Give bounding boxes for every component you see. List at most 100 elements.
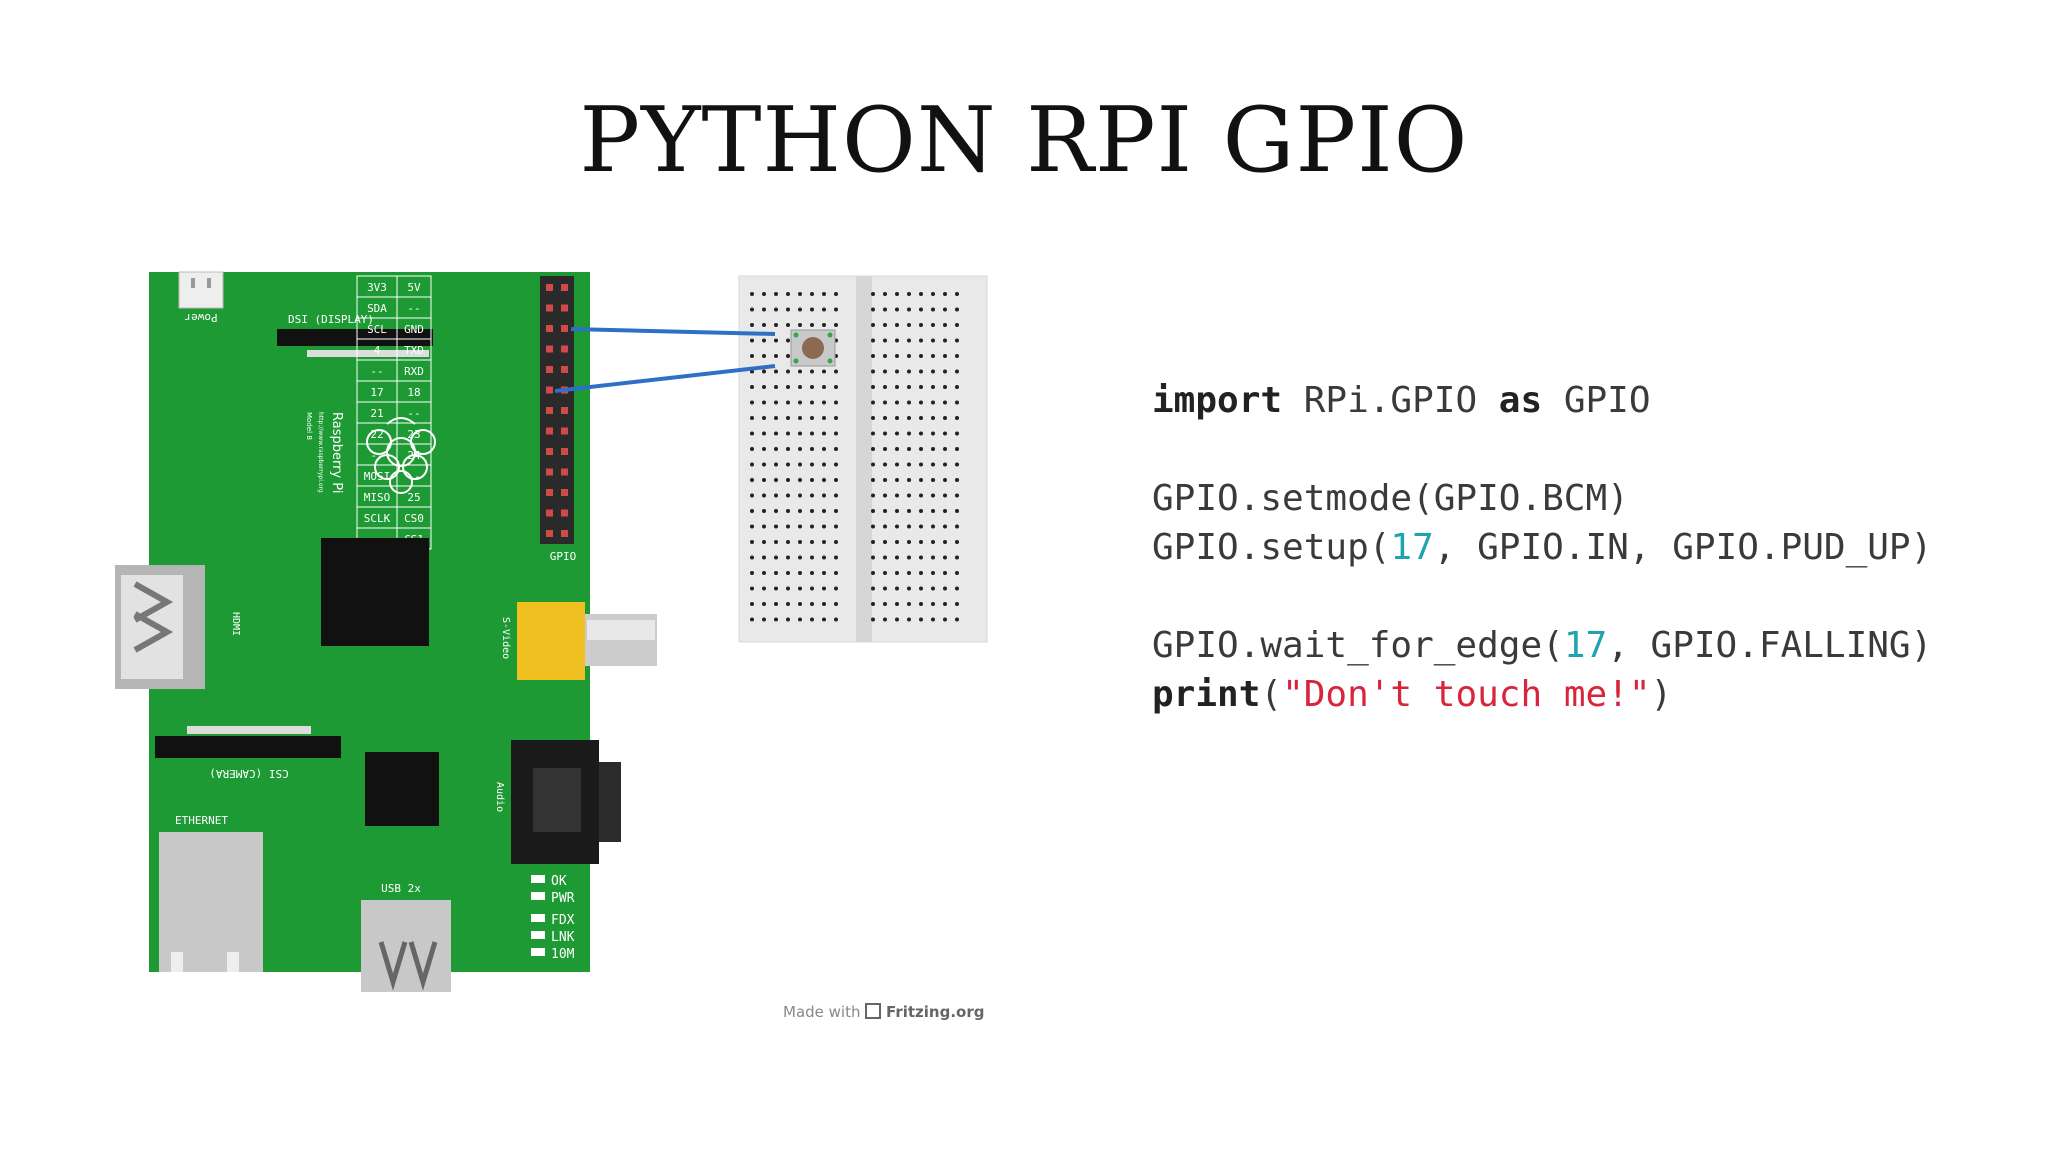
bb-hole <box>786 354 790 358</box>
bb-hole <box>810 540 814 544</box>
bb-hole <box>834 555 838 560</box>
bb-hole <box>883 385 887 389</box>
power-connector <box>178 271 224 309</box>
bb-hole <box>871 400 875 405</box>
led-label: PWR <box>551 891 575 906</box>
bb-hole <box>883 462 887 467</box>
bb-hole <box>810 416 814 420</box>
wire-gpio17 <box>554 364 776 393</box>
bb-hole <box>907 509 911 513</box>
bb-hole <box>798 447 802 451</box>
dsi-label: DSI (DISPLAY) <box>288 313 374 326</box>
gpio-header <box>540 276 574 544</box>
bb-hole <box>750 540 754 544</box>
bb-hole <box>786 431 790 436</box>
bb-hole <box>762 462 766 467</box>
gpio-pin <box>561 407 568 414</box>
gpio-pin <box>546 304 553 312</box>
bb-hole <box>931 400 935 405</box>
pin-label: SCL <box>367 323 387 336</box>
bb-hole <box>907 385 911 389</box>
bb-hole <box>943 617 947 622</box>
led-indicator <box>531 931 545 939</box>
bb-hole <box>786 540 790 544</box>
bb-hole <box>750 586 754 591</box>
bb-hole <box>810 447 814 451</box>
bb-hole <box>786 323 790 327</box>
bb-hole <box>762 478 766 482</box>
bb-hole <box>774 307 778 312</box>
bb-hole <box>931 540 935 544</box>
bb-hole <box>762 354 766 358</box>
bb-hole <box>774 338 778 343</box>
bb-hole <box>943 323 947 327</box>
credit-brand: Fritzing.org <box>886 1003 985 1021</box>
bb-hole <box>931 462 935 467</box>
bb-hole <box>883 524 887 529</box>
bb-hole <box>822 462 826 467</box>
bb-hole <box>798 540 802 544</box>
gpio-pin <box>561 366 568 373</box>
bb-hole <box>774 617 778 622</box>
bb-hole <box>822 617 826 622</box>
bb-hole <box>762 447 766 451</box>
gpio-pin <box>546 366 553 373</box>
code-alias: GPIO <box>1542 380 1651 421</box>
bb-hole <box>895 493 899 498</box>
bb-hole <box>883 586 887 591</box>
bb-hole <box>871 617 875 622</box>
bb-hole <box>798 307 802 312</box>
bb-hole <box>871 524 875 529</box>
bb-hole <box>895 369 899 374</box>
bb-hole <box>907 416 911 420</box>
gpio-pin <box>561 427 568 435</box>
gpio-pin <box>561 509 568 517</box>
bb-hole <box>943 602 947 606</box>
led-label: OK <box>551 874 567 889</box>
pin-label: 5V <box>407 281 421 294</box>
bb-hole <box>834 400 838 405</box>
pin-label: 4 <box>374 344 381 357</box>
pin-label: TXD <box>404 344 424 357</box>
gpio-pin <box>561 468 568 476</box>
bb-hole <box>943 571 947 575</box>
bb-hole <box>943 524 947 529</box>
bb-hole <box>822 586 826 591</box>
bb-hole <box>907 540 911 544</box>
lan-chip <box>365 752 439 826</box>
bb-hole <box>822 292 826 296</box>
bb-hole <box>955 431 959 436</box>
bb-hole <box>822 323 826 327</box>
bb-hole <box>883 540 887 544</box>
bb-hole <box>871 385 875 389</box>
bb-hole <box>895 617 899 622</box>
bb-hole <box>919 617 923 622</box>
slide-title: PYTHON RPI GPIO <box>579 88 1469 193</box>
csi-label: CSI (CAMERA) <box>209 767 288 780</box>
bb-hole <box>810 385 814 389</box>
bb-hole <box>774 462 778 467</box>
bb-hole <box>822 555 826 560</box>
bb-hole <box>762 586 766 591</box>
bb-hole <box>798 555 802 560</box>
bb-hole <box>907 555 911 560</box>
bb-hole <box>750 354 754 358</box>
bb-hole <box>810 400 814 405</box>
bb-hole <box>822 540 826 544</box>
bb-hole <box>931 478 935 482</box>
bb-hole <box>931 493 935 498</box>
bb-hole <box>907 602 911 606</box>
bb-hole <box>810 602 814 606</box>
bb-hole <box>919 571 923 575</box>
pin-label: RXD <box>404 365 424 378</box>
pin-label: GND <box>404 323 424 336</box>
bb-hole <box>895 524 899 529</box>
bb-hole <box>955 509 959 513</box>
bb-hole <box>762 524 766 529</box>
bb-hole <box>871 602 875 606</box>
bb-hole <box>895 462 899 467</box>
bb-hole <box>822 524 826 529</box>
bb-hole <box>750 385 754 389</box>
bb-hole <box>762 540 766 544</box>
pin-label: -- <box>407 302 420 315</box>
